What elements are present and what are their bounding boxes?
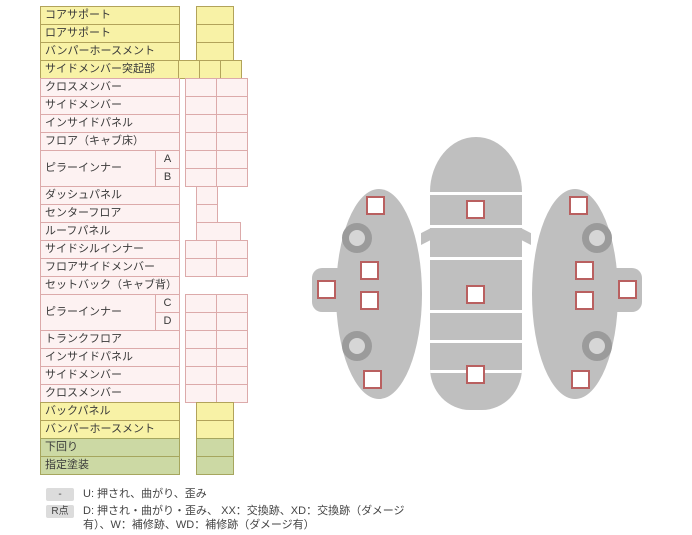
right-rear-door-box[interactable] — [575, 291, 594, 310]
right-front-door-box[interactable] — [575, 261, 594, 280]
legend-key-u: - — [46, 488, 74, 501]
left-rear-wheel-icon — [342, 331, 372, 361]
panel-separator — [430, 340, 522, 343]
left-front-fender-box[interactable] — [366, 196, 385, 215]
right-mirror-icon — [521, 228, 531, 245]
damage-cell[interactable] — [216, 168, 248, 187]
panel-separator — [430, 225, 522, 228]
legend-row-u: - U: 押され、曲がり、歪み — [46, 487, 413, 501]
legend-text-u: U: 押され、曲がり、歪み — [83, 488, 207, 500]
panel-separator — [430, 192, 522, 195]
legend-text-r: D: 押され・曲がり・歪み、 XX：交換跡、XD：交換跡（ダメージ有）、W：補修… — [83, 505, 405, 531]
legend-key-r: R点 — [46, 505, 74, 518]
right-front-wheel-icon — [582, 223, 612, 253]
left-front-door-box[interactable] — [360, 261, 379, 280]
damage-cell[interactable] — [216, 258, 248, 277]
car-left-side-silhouette — [336, 189, 422, 399]
damage-cell[interactable] — [196, 456, 234, 475]
right-front-fender-box[interactable] — [569, 196, 588, 215]
right-rear-fender-box[interactable] — [571, 370, 590, 389]
left-rear-door-box[interactable] — [360, 291, 379, 310]
legend: - U: 押され、曲がり、歪み R点 D: 押され・曲がり・歪み、 XX：交換跡… — [46, 487, 413, 535]
top-front-box[interactable] — [466, 200, 485, 219]
right-rear-wheel-icon — [582, 331, 612, 361]
part-label: 指定塗装 — [40, 456, 180, 475]
left-mirror-icon — [421, 228, 431, 245]
left-front-wheel-icon — [342, 223, 372, 253]
left-rear-fender-box[interactable] — [363, 370, 382, 389]
car-top-view-silhouette — [430, 137, 522, 410]
right-sill-box[interactable] — [618, 280, 637, 299]
top-rear-box[interactable] — [466, 365, 485, 384]
panel-separator — [430, 310, 522, 313]
top-center-box[interactable] — [466, 285, 485, 304]
part-sub-label: A — [155, 150, 180, 169]
legend-row-r: R点 D: 押され・曲がり・歪み、 XX：交換跡、XD：交換跡（ダメージ有）、W… — [46, 504, 413, 532]
parts-table: コアサポートロアサポートバンパーホースメントサイドメンバー突起部クロスメンバーサ… — [40, 6, 286, 477]
left-sill-box[interactable] — [317, 280, 336, 299]
panel-separator — [430, 257, 522, 260]
part-label: ピラーインナー — [40, 294, 156, 331]
